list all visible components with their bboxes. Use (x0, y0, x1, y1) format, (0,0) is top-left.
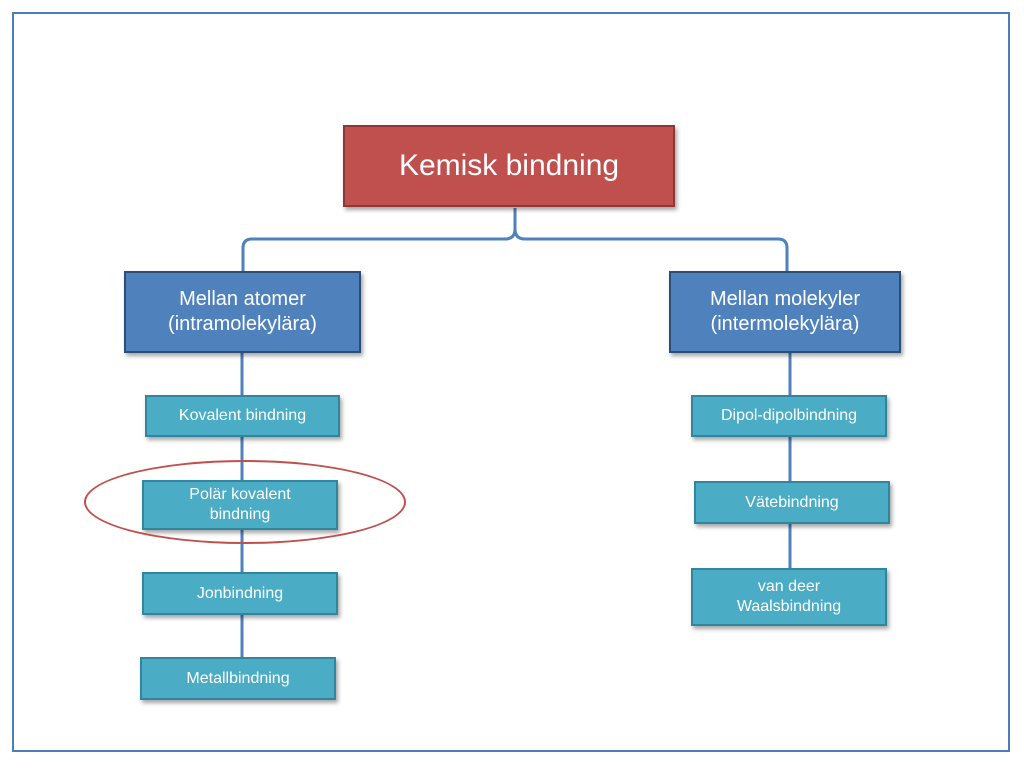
category-intermolecular: Mellan molekyler (intermolekylära) (669, 271, 901, 353)
root-node: Kemisk bindning (343, 125, 675, 207)
highlight-ellipse (84, 460, 406, 544)
item-van-der-waals-bond: van deer Waalsbindning (691, 568, 887, 626)
item-van-der-waals-bond-label: van deer Waalsbindning (736, 578, 842, 615)
item-hydrogen-bond-label: Vätebindning (745, 493, 839, 511)
item-hydrogen-bond: Vätebindning (694, 481, 890, 524)
category-intramolecular-line2: (intramolekylära) (168, 313, 317, 335)
item-metallic-bond: Metallbindning (140, 657, 336, 700)
category-intramolecular: Mellan atomer (intramolekylära) (124, 271, 361, 353)
item-dipole-dipole-bond-label: Dipol-dipolbindning (720, 407, 858, 424)
root-label: Kemisk bindning (398, 149, 620, 183)
root-bracket-line (241, 208, 789, 272)
item-dipole-dipole-bond: Dipol-dipolbindning (691, 395, 887, 437)
category-intermolecular-line1: Mellan molekyler (709, 288, 861, 310)
slide-frame (12, 12, 1010, 752)
category-intramolecular-line1: Mellan atomer (179, 288, 306, 310)
item-ionic-bond: Jonbindning (142, 572, 338, 615)
item-covalent-bond-label: Kovalent bindning (178, 407, 307, 424)
item-covalent-bond: Kovalent bindning (145, 395, 340, 437)
category-intermolecular-line2: (intermolekylära) (710, 313, 860, 335)
item-metallic-bond-label: Metallbindning (186, 669, 290, 687)
item-ionic-bond-label: Jonbindning (196, 584, 284, 602)
